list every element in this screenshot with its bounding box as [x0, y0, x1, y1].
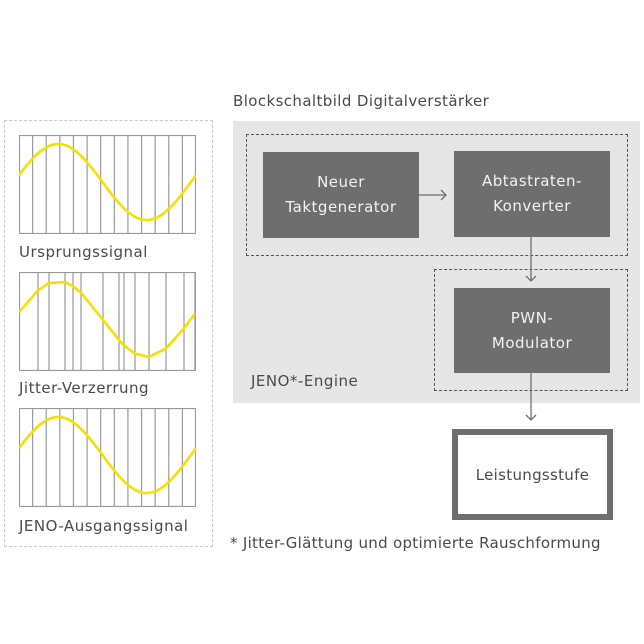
block-pwn-modulator: PWN- Modulator	[454, 288, 610, 373]
block-pwn-line1: PWN-	[510, 308, 554, 327]
chart-jitter-signal	[19, 272, 196, 371]
engine-label: JENO*-Engine	[251, 372, 359, 390]
block-taktgenerator-line1: Neuer	[317, 173, 365, 191]
block-abtastraten-konverter: Abtastraten- Konverter	[454, 151, 610, 237]
label-output-signal: JENO-Ausgangssignal	[19, 517, 189, 535]
chart-frame	[19, 272, 196, 371]
chart-frame	[19, 408, 196, 507]
waveform-line	[19, 280, 196, 359]
waveform-line	[19, 415, 196, 495]
block-taktgenerator: Neuer Taktgenerator	[263, 152, 419, 238]
block-leistungsstufe-label: Leistungsstufe	[475, 465, 590, 484]
chart-original-signal	[19, 135, 196, 234]
block-leistungsstufe: Leistungsstufe	[452, 429, 613, 520]
label-original-signal: Ursprungssignal	[19, 243, 148, 261]
diagram-title: Blockschaltbild Digitalverstärker	[233, 92, 490, 110]
waveform-line	[19, 142, 196, 222]
label-jitter-signal: Jitter-Verzerrung	[19, 379, 150, 397]
block-abtastraten-line2: Konverter	[493, 197, 571, 215]
chart-frame	[19, 135, 196, 234]
block-pwn-line2: Modulator	[491, 333, 573, 352]
clock-conversion-group	[246, 134, 628, 256]
chart-output-signal	[19, 408, 196, 507]
block-abtastraten-line1: Abtastraten-	[482, 172, 582, 190]
footnote: * Jitter-Glättung und optimierte Rauschf…	[230, 534, 601, 552]
block-taktgenerator-line2: Taktgenerator	[285, 198, 397, 216]
signal-comparison-panel	[4, 120, 213, 547]
